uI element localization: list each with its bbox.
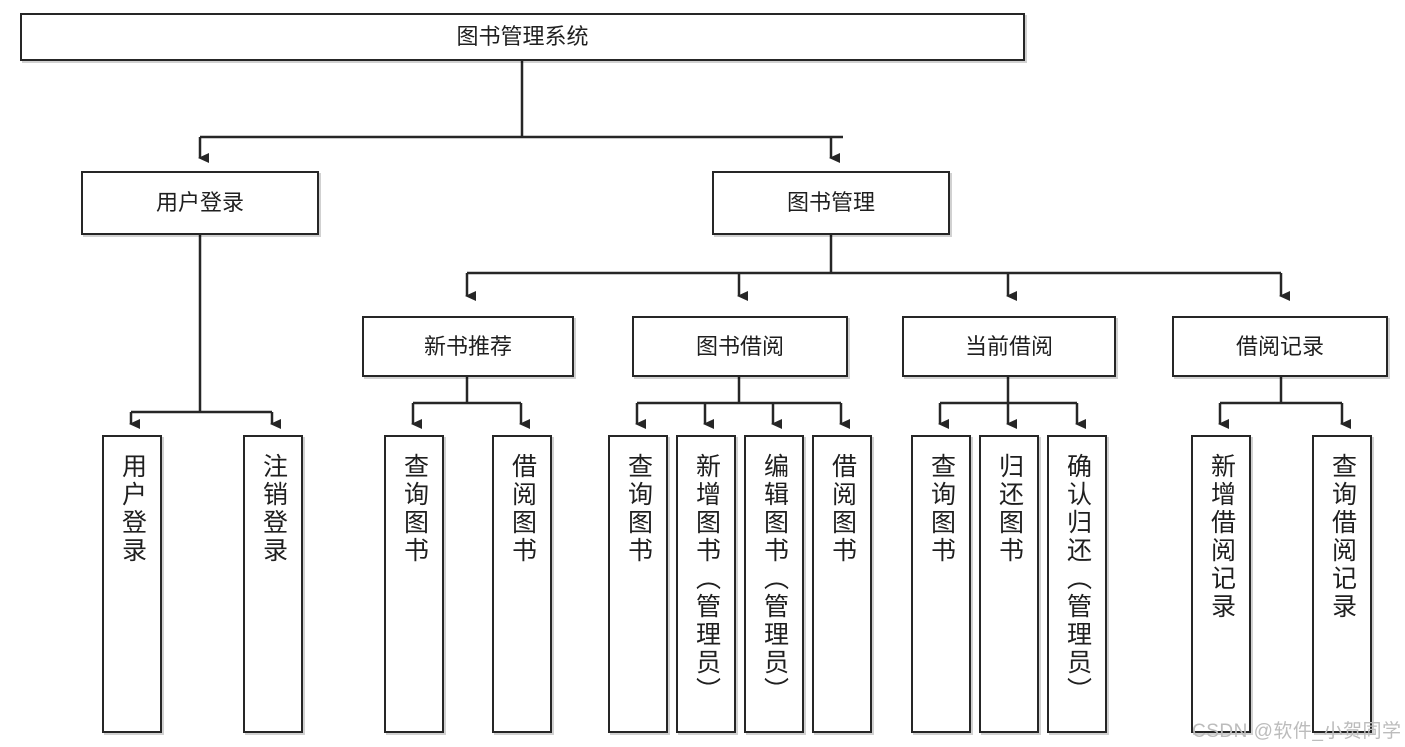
node-leaf-borrow-book-1[interactable]: 借阅图书 [492,435,552,733]
node-label: 图书管理 [786,190,875,216]
node-label: 借阅记录 [1235,333,1324,359]
node-label: 新增借阅记录 [1207,453,1236,621]
node-label: 确认归还（管理员） [1063,453,1092,705]
node-label: 用户登录 [118,453,147,565]
node-leaf-return-book[interactable]: 归还图书 [979,435,1039,733]
node-leaf-add-borrow-record[interactable]: 新增借阅记录 [1191,435,1251,733]
node-label: 图书管理系统 [456,24,589,50]
node-leaf-borrow-book-2[interactable]: 借阅图书 [812,435,872,733]
node-label: 查询图书 [624,453,653,565]
node-label: 用户登录 [155,190,244,216]
node-book-borrow[interactable]: 图书借阅 [632,316,848,377]
node-label: 查询图书 [400,453,429,565]
node-new-book-recommend[interactable]: 新书推荐 [362,316,574,377]
node-book-management-system[interactable]: 图书管理系统 [20,13,1025,61]
node-book-management[interactable]: 图书管理 [712,171,950,235]
node-leaf-query-book-1[interactable]: 查询图书 [384,435,444,733]
node-leaf-query-book-3[interactable]: 查询图书 [911,435,971,733]
node-label: 当前借阅 [964,333,1053,359]
node-label: 图书借阅 [695,333,784,359]
node-leaf-confirm-return[interactable]: 确认归还（管理员） [1047,435,1107,733]
node-label: 归还图书 [995,453,1024,565]
node-leaf-add-book[interactable]: 新增图书（管理员） [676,435,736,733]
node-label: 新增图书（管理员） [692,453,721,705]
node-user-login[interactable]: 用户登录 [81,171,319,235]
node-label: 注销登录 [259,453,288,565]
node-borrow-record[interactable]: 借阅记录 [1172,316,1388,377]
node-label: 新书推荐 [423,333,512,359]
node-label: 查询图书 [927,453,956,565]
node-label: 借阅图书 [508,453,537,565]
node-leaf-logout-login[interactable]: 注销登录 [243,435,303,733]
node-leaf-query-book-2[interactable]: 查询图书 [608,435,668,733]
node-label: 编辑图书（管理员） [760,453,789,705]
node-label: 借阅图书 [828,453,857,565]
node-leaf-edit-book[interactable]: 编辑图书（管理员） [744,435,804,733]
node-label: 查询借阅记录 [1328,453,1357,621]
node-current-borrow[interactable]: 当前借阅 [902,316,1116,377]
node-leaf-user-login[interactable]: 用户登录 [102,435,162,733]
node-leaf-query-borrow-record[interactable]: 查询借阅记录 [1312,435,1372,733]
